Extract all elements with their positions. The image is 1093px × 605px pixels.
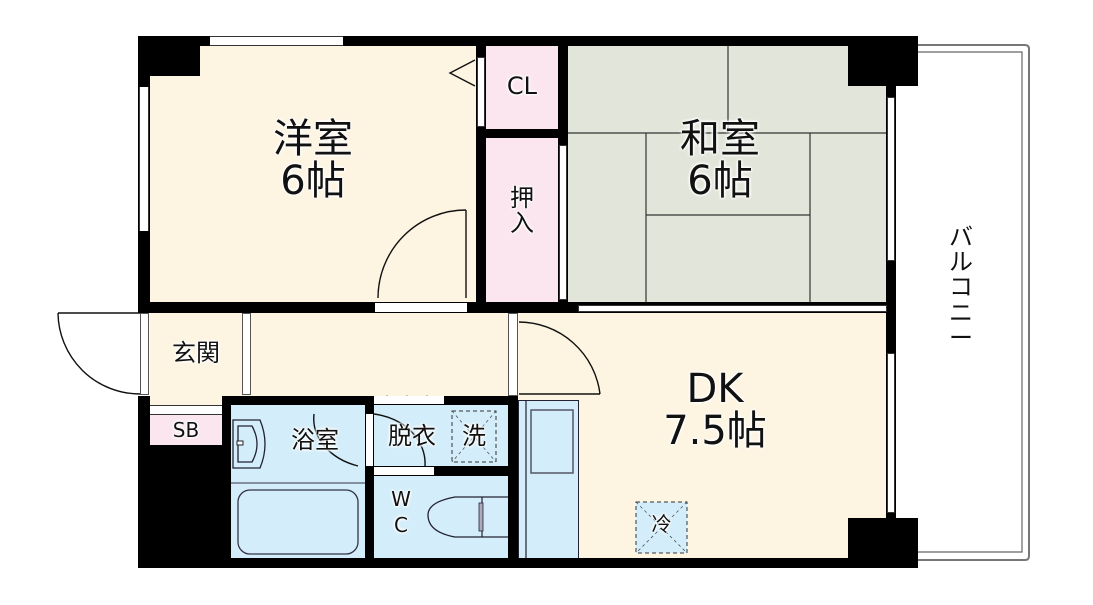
- window-dk-right: [887, 353, 895, 513]
- entrance-door-frame: [140, 313, 149, 395]
- wall-right: [886, 36, 896, 568]
- wall-bath-mid: [365, 396, 374, 568]
- pillar-top-right: [848, 36, 918, 86]
- door-gap-western: [375, 303, 467, 312]
- wall-wc-top: [374, 466, 508, 476]
- dk-size: 7.5帖: [663, 408, 767, 454]
- entrance-floor: [150, 313, 242, 405]
- shoebox-label: SB: [172, 418, 200, 442]
- door-dk-frame: [508, 313, 518, 396]
- sliding-door-oshiire: [559, 145, 567, 300]
- oshiire-floor: [486, 138, 558, 304]
- japanese-room-label: 和室 6帖: [640, 118, 800, 202]
- wc-door: [374, 467, 434, 475]
- western-room-label: 洋室 6帖: [233, 118, 393, 202]
- western-room-size: 6帖: [280, 158, 346, 204]
- balcony-label: バルコニー: [949, 223, 973, 352]
- dk-label: DK 7.5帖: [630, 368, 800, 452]
- pillar-bottom-left: [138, 445, 231, 568]
- dk-name: DK: [686, 366, 744, 412]
- bath-door: [366, 414, 373, 466]
- wc-line1: W: [391, 487, 411, 511]
- oshiire-line2: 入: [510, 209, 534, 238]
- wall-bottom: [138, 558, 918, 568]
- closet-label: CL: [506, 72, 538, 100]
- wc-label: W C: [384, 486, 418, 538]
- sliding-door-japanese-dk: [578, 305, 887, 312]
- wall-closet-divider: [476, 129, 568, 138]
- window-japanese-right: [887, 97, 895, 261]
- wc-floor: [374, 476, 508, 560]
- fridge-label: 冷: [651, 512, 672, 536]
- wall-bath-left: [222, 396, 231, 568]
- wall-top-left: [138, 36, 918, 46]
- western-room-name: 洋室: [273, 116, 353, 162]
- wall-closet-left: [476, 36, 486, 313]
- shoebox-floor: [150, 415, 222, 445]
- dressing-folding-door: [374, 396, 444, 404]
- shoebox-slider: [150, 405, 222, 415]
- hallway-floor: [242, 313, 512, 396]
- entrance-step-divider: [242, 313, 251, 395]
- kitchen-counter: [518, 400, 579, 562]
- entrance-label: 玄関: [172, 339, 220, 367]
- oshiire-label: 押 入: [486, 184, 558, 238]
- tatami-lines: [568, 45, 888, 303]
- wc-line2: C: [394, 513, 408, 537]
- wall-wet-right: [508, 396, 518, 568]
- japanese-room-name: 和室: [680, 116, 760, 162]
- japanese-room-size: 6帖: [687, 158, 753, 204]
- oshiire-line1: 押: [510, 184, 534, 212]
- door-gap-closet: [477, 57, 485, 127]
- window-top-western: [210, 36, 343, 46]
- washer-label: 洗: [462, 422, 486, 450]
- window-left-western: [139, 87, 149, 231]
- closet-floor: [486, 45, 558, 129]
- western-room-floor: [150, 45, 476, 303]
- dressing-label: 脱衣: [388, 422, 436, 450]
- bath-label: 浴室: [291, 426, 339, 454]
- dressing-floor: [374, 404, 508, 466]
- wall-mid-horizontal: [138, 302, 888, 313]
